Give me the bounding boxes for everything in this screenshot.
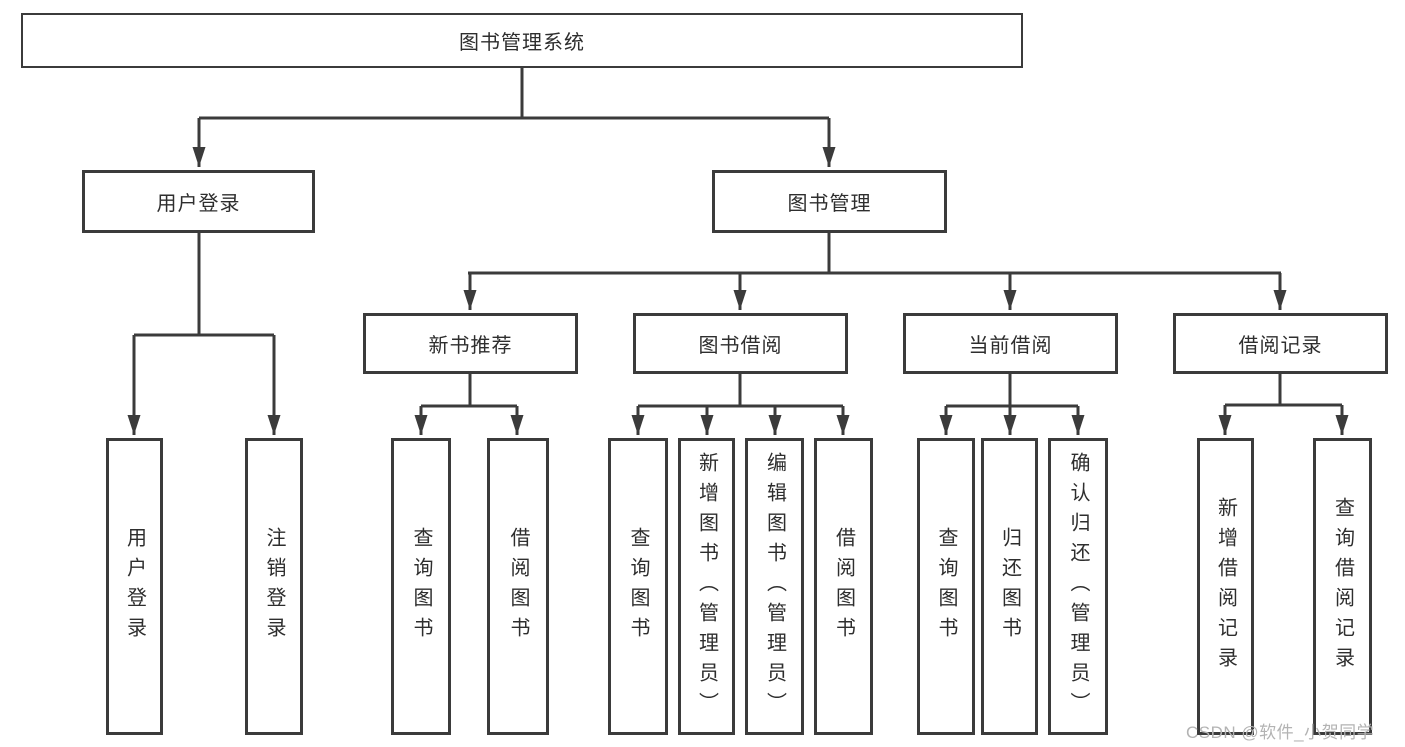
connector-book-borrow-children: [631, 374, 850, 435]
leaf-borrow-query-books: 查询图书: [608, 438, 668, 735]
leaf-borrow-books: 借阅图书: [814, 438, 873, 735]
node-label: 新书推荐: [428, 335, 513, 357]
node-library-management-system: 图书管理系统: [21, 13, 1023, 68]
node-new-book-recommend: 新书推荐: [363, 313, 578, 374]
node-label: 图书管理: [787, 193, 872, 215]
leaf-logout: 注销登录: [245, 438, 303, 735]
leaf-new-book-query-books: 查询图书: [391, 438, 451, 735]
node-label: 用户登录: [156, 193, 241, 215]
node-label: 当前借阅: [968, 335, 1053, 357]
csdn-watermark: CSDN @软件_小贺同学: [1186, 723, 1375, 742]
node-label: 确认归还（管理员）: [1067, 451, 1089, 722]
node-label: 编辑图书（管理员）: [763, 451, 786, 722]
node-borrow-records: 借阅记录: [1173, 313, 1388, 374]
node-book-borrow: 图书借阅: [633, 313, 848, 374]
leaf-current-query-books: 查询图书: [917, 438, 975, 735]
leaf-add-borrow-record: 新增借阅记录: [1197, 438, 1254, 735]
leaf-edit-books-admin: 编辑图书（管理员）: [745, 438, 804, 735]
connector-current-borrow-children: [939, 374, 1085, 435]
node-label: 借阅记录: [1238, 335, 1323, 357]
node-label: 新增借阅记录: [1214, 496, 1237, 677]
node-label: 查询借阅记录: [1331, 496, 1354, 677]
connector-book-management-to-level3: [463, 233, 1287, 310]
node-label: 图书借阅: [698, 335, 783, 357]
node-user-login: 用户登录: [82, 170, 315, 233]
node-label: 用户登录: [123, 526, 146, 647]
connector-root-to-level2: [192, 68, 836, 167]
node-label: 借阅图书: [832, 526, 855, 647]
node-label: 查询图书: [935, 526, 957, 647]
node-label: 查询图书: [627, 526, 649, 647]
leaf-confirm-return-admin: 确认归还（管理员）: [1048, 438, 1108, 735]
node-label: 图书管理系统: [459, 32, 585, 54]
connector-user-login-children: [127, 233, 281, 435]
node-label: 注销登录: [263, 526, 285, 647]
node-label: 归还图书: [998, 526, 1021, 647]
connector-borrow-record-children: [1218, 374, 1349, 435]
node-book-management: 图书管理: [712, 170, 947, 233]
leaf-query-borrow-record: 查询借阅记录: [1313, 438, 1372, 735]
node-label: 查询图书: [410, 526, 432, 647]
node-label: 借阅图书: [507, 526, 529, 647]
node-current-borrow: 当前借阅: [903, 313, 1118, 374]
leaf-add-books-admin: 新增图书（管理员）: [678, 438, 735, 735]
connector-new-book-children: [414, 374, 524, 435]
leaf-new-book-borrow-books: 借阅图书: [487, 438, 549, 735]
leaf-user-login: 用户登录: [106, 438, 163, 735]
node-label: 新增图书（管理员）: [695, 451, 718, 722]
leaf-return-books: 归还图书: [981, 438, 1038, 735]
